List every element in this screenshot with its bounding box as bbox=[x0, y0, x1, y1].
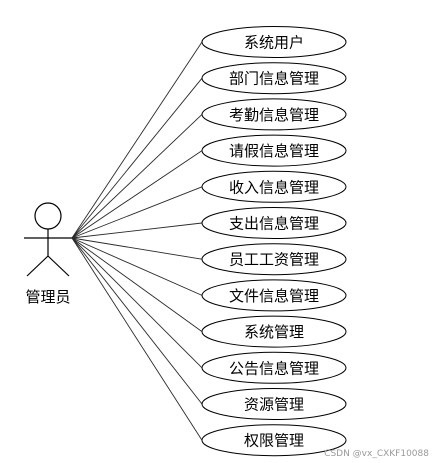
use-case-label: 支出信息管理 bbox=[229, 215, 319, 233]
use-case-ellipse bbox=[201, 243, 347, 276]
use-case-ellipse bbox=[201, 207, 347, 239]
use-case: 部门信息管理 bbox=[201, 62, 347, 95]
association-lines bbox=[71, 41, 203, 441]
use-case-list: 系统用户部门信息管理考勤信息管理请假信息管理收入信息管理支出信息管理员工工资管理… bbox=[201, 26, 347, 457]
use-case-label: 资源管理 bbox=[244, 396, 304, 414]
use-case-ellipse bbox=[201, 279, 347, 312]
use-case: 员工工资管理 bbox=[201, 243, 347, 276]
use-case-ellipse bbox=[201, 388, 347, 420]
use-case-label: 公告信息管理 bbox=[229, 359, 319, 377]
use-case-ellipse bbox=[201, 134, 347, 167]
use-case: 文件信息管理 bbox=[201, 279, 347, 312]
association-line bbox=[71, 186, 203, 239]
use-case-ellipse bbox=[201, 62, 347, 95]
association-line bbox=[71, 150, 203, 239]
association-line bbox=[71, 77, 203, 239]
use-case: 资源管理 bbox=[201, 388, 347, 420]
use-case-label: 系统用户 bbox=[244, 34, 304, 52]
association-line bbox=[71, 237, 203, 332]
actor-left-leg bbox=[26, 255, 49, 277]
use-case-label: 权限管理 bbox=[244, 432, 304, 450]
association-line bbox=[71, 41, 203, 239]
use-case: 公告信息管理 bbox=[201, 351, 347, 384]
use-case: 支出信息管理 bbox=[201, 207, 347, 239]
watermark: CSDN @vx_CXKF10088 bbox=[324, 449, 429, 459]
use-case-ellipse bbox=[201, 98, 347, 131]
use-case-ellipse bbox=[201, 170, 347, 203]
association-line bbox=[71, 222, 203, 239]
use-case: 收入信息管理 bbox=[201, 170, 347, 203]
use-case: 请假信息管理 bbox=[201, 134, 347, 167]
use-case-ellipse bbox=[201, 351, 347, 384]
use-case-label: 部门信息管理 bbox=[229, 70, 319, 88]
association-line bbox=[71, 237, 203, 369]
actor-head bbox=[34, 202, 62, 230]
association-line bbox=[71, 237, 203, 260]
use-case-label: 考勤信息管理 bbox=[229, 106, 319, 124]
association-line bbox=[71, 237, 203, 405]
use-case: 权限管理 bbox=[201, 424, 347, 457]
actor-right-leg bbox=[47, 255, 70, 277]
use-case-label: 系统管理 bbox=[244, 323, 304, 341]
use-case-label: 文件信息管理 bbox=[229, 287, 319, 305]
actor-label: 管理员 bbox=[25, 288, 70, 306]
association-line bbox=[71, 237, 203, 296]
use-case-label: 员工工资管理 bbox=[229, 251, 319, 269]
use-case-ellipse bbox=[201, 26, 347, 58]
actor-administrator: 管理员 bbox=[24, 202, 72, 306]
use-case-label: 请假信息管理 bbox=[229, 142, 319, 160]
association-line bbox=[71, 237, 203, 441]
use-case-label: 收入信息管理 bbox=[229, 178, 319, 196]
use-case-ellipse bbox=[201, 315, 347, 348]
use-case: 系统管理 bbox=[201, 315, 347, 348]
use-case-ellipse bbox=[201, 424, 347, 457]
association-line bbox=[71, 114, 203, 239]
use-case: 系统用户 bbox=[201, 26, 347, 58]
use-case: 考勤信息管理 bbox=[201, 98, 347, 131]
